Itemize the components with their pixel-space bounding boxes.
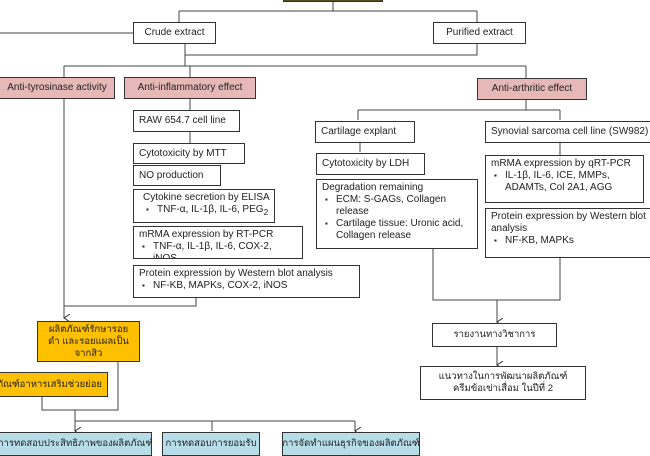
qrt-pcr-item: IL-1β, IL-6, ICE, MMPs, ADAMTs, Col 2A1,… [494,170,638,194]
purified-extract-box: Purified extract [433,22,526,44]
mrna-rt-pcr-box: mRMA expression by RT-PCR TNF-α, IL-1β, … [133,226,303,259]
cytokine-item: TNF-α, IL-1β, IL-6, PEG2 [146,204,269,218]
supplement-product-box: ผลิตภัณฑ์อาหารเสริมช่วยย่อย [0,372,108,397]
raw-cell-line-box: RAW 654.7 cell line [133,110,240,132]
outcome-business-plan-box: การจัดทำแผนธุรกิจของผลิตภัณฑ์ [282,432,420,456]
mrna-item: TNF-α, IL-1β, IL-6, COX-2, iNOS [142,241,297,258]
protein-item: NF-KB, MAPKs, COX-2, iNOS [142,280,354,292]
qrt-pcr-title: mRMA expression by qRT-PCR [491,158,631,169]
arthritic-protein-item: NF-KB, MAPKs [494,235,649,247]
degradation-item: Cartilage tissue: Uronic acid, Collagen … [325,218,472,242]
cytokine-title: Cytokine secretion by ELISA [143,192,270,203]
synovial-cell-line-box: Synovial sarcoma cell line (SW982) [485,121,650,143]
mtt-box: Cytotoxicity by MTT [133,143,245,164]
anti-tyrosinase-box: Anti-tyrosinase activity [0,77,115,99]
outcome-efficacy-box: การทดสอบประสิทธิภาพของผลิตภัณฑ์ [0,432,152,456]
report-box: รายงานทางวิชาการ [432,323,557,347]
cartilage-explant-box: Cartilage explant [315,121,415,143]
supplement-product-label: ผลิตภัณฑ์อาหารเสริมช่วยย่อย [0,379,102,390]
degradation-box: Degradation remaining ECM: S-GAGs, Colla… [316,179,478,249]
outcome-acceptance-box: การทดสอบการยอมรับ [162,432,260,456]
protein-western-box: Protein expression by Western blot analy… [133,265,360,298]
anti-arthritic-box: Anti-arthritic effect [477,78,587,100]
arthritic-protein-title: Protein expression by Western blot analy… [491,211,646,234]
crude-extract-box: Crude extract [133,22,216,44]
guideline-box: แนวทางในการพัฒนาผลิตภัณฑ์ครีมข้อเข่าเสื่… [420,366,586,400]
degradation-title: Degradation remaining [322,182,424,193]
protein-title: Protein expression by Western blot analy… [139,268,333,279]
anti-inflammatory-box: Anti-inflammatory effect [124,77,256,99]
root-box [283,0,383,2]
mrna-title: mRMA expression by RT-PCR [139,229,274,240]
cytokine-item-sub: 2 [263,207,269,217]
ldh-box: Cytotoxicity by LDH [316,153,425,175]
degradation-item: ECM: S-GAGs, Collagen release [325,194,472,218]
arthritic-protein-box: Protein expression by Western blot analy… [485,208,650,258]
no-production-box: NO production [133,165,221,186]
cytokine-item-text: TNF-α, IL-1β, IL-6, PEG [157,204,264,215]
qrt-pcr-box: mRMA expression by qRT-PCR IL-1β, IL-6, … [485,155,644,203]
cytokine-box: Cytokine secretion by ELISA TNF-α, IL-1β… [133,189,275,223]
acne-product-box: ผลิตภัณฑ์รักษารอยดำ และรอยแผลเป็นจากสิว [37,321,140,362]
